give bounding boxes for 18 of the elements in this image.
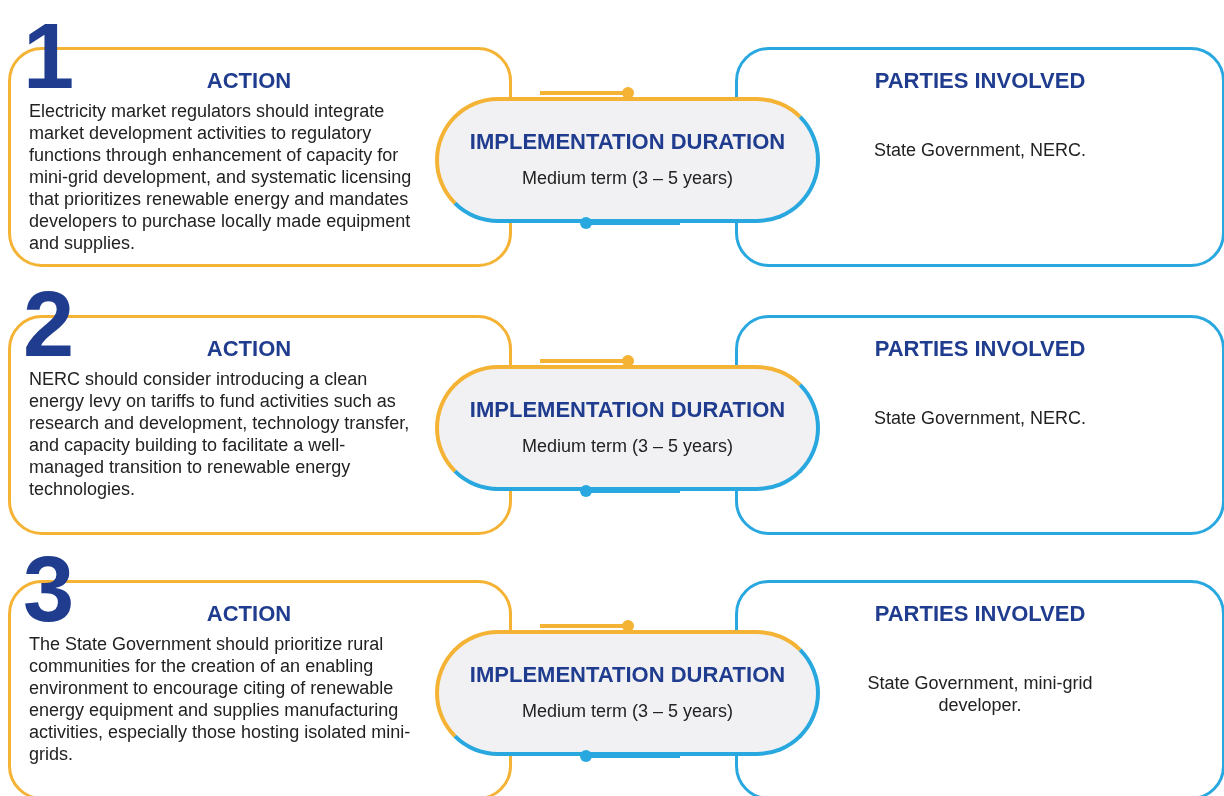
action-text: The State Government should prioritize rural communities for the creation of an enabling environment to encourage citing of renewable energy equipment and supplies manufacturing activities, especially those hosting isolated mini-grids.: [29, 633, 412, 765]
section-heading: PARTIES INVOLVED: [874, 336, 1086, 362]
section-heading: IMPLEMENTATION DURATION: [469, 129, 786, 155]
parties-text: State Government, mini-grid developer.: [866, 672, 1094, 716]
duration-text: Medium term (3 – 5 years): [520, 700, 735, 722]
duration-text: Medium term (3 – 5 years): [520, 167, 735, 189]
parties-text: State Government, NERC.: [872, 139, 1088, 161]
section-heading: ACTION: [205, 336, 293, 362]
section-heading: IMPLEMENTATION DURATION: [469, 397, 786, 423]
section-heading: ACTION: [205, 601, 293, 627]
action-text: Electricity market regulators should integrate market development activities to regulatory functions through enhancement of capacity for mini-grid development, and systematic licensing that prioritizes renewable energy and mandates developers to purchase locally made equipment and supplies.: [29, 100, 413, 254]
section-heading: PARTIES INVOLVED: [874, 68, 1086, 94]
action-text: NERC should consider introducing a clean energy levy on tariffs to fund activities such as research and development, technology transfer, and capacity building to facilitate a well-managed transition to renewable energy technologies.: [29, 368, 411, 500]
section-heading: PARTIES INVOLVED: [874, 601, 1086, 627]
section-heading: ACTION: [205, 68, 293, 94]
section-heading: IMPLEMENTATION DURATION: [469, 662, 786, 688]
parties-text: State Government, NERC.: [872, 407, 1088, 429]
duration-text: Medium term (3 – 5 years): [520, 435, 735, 457]
